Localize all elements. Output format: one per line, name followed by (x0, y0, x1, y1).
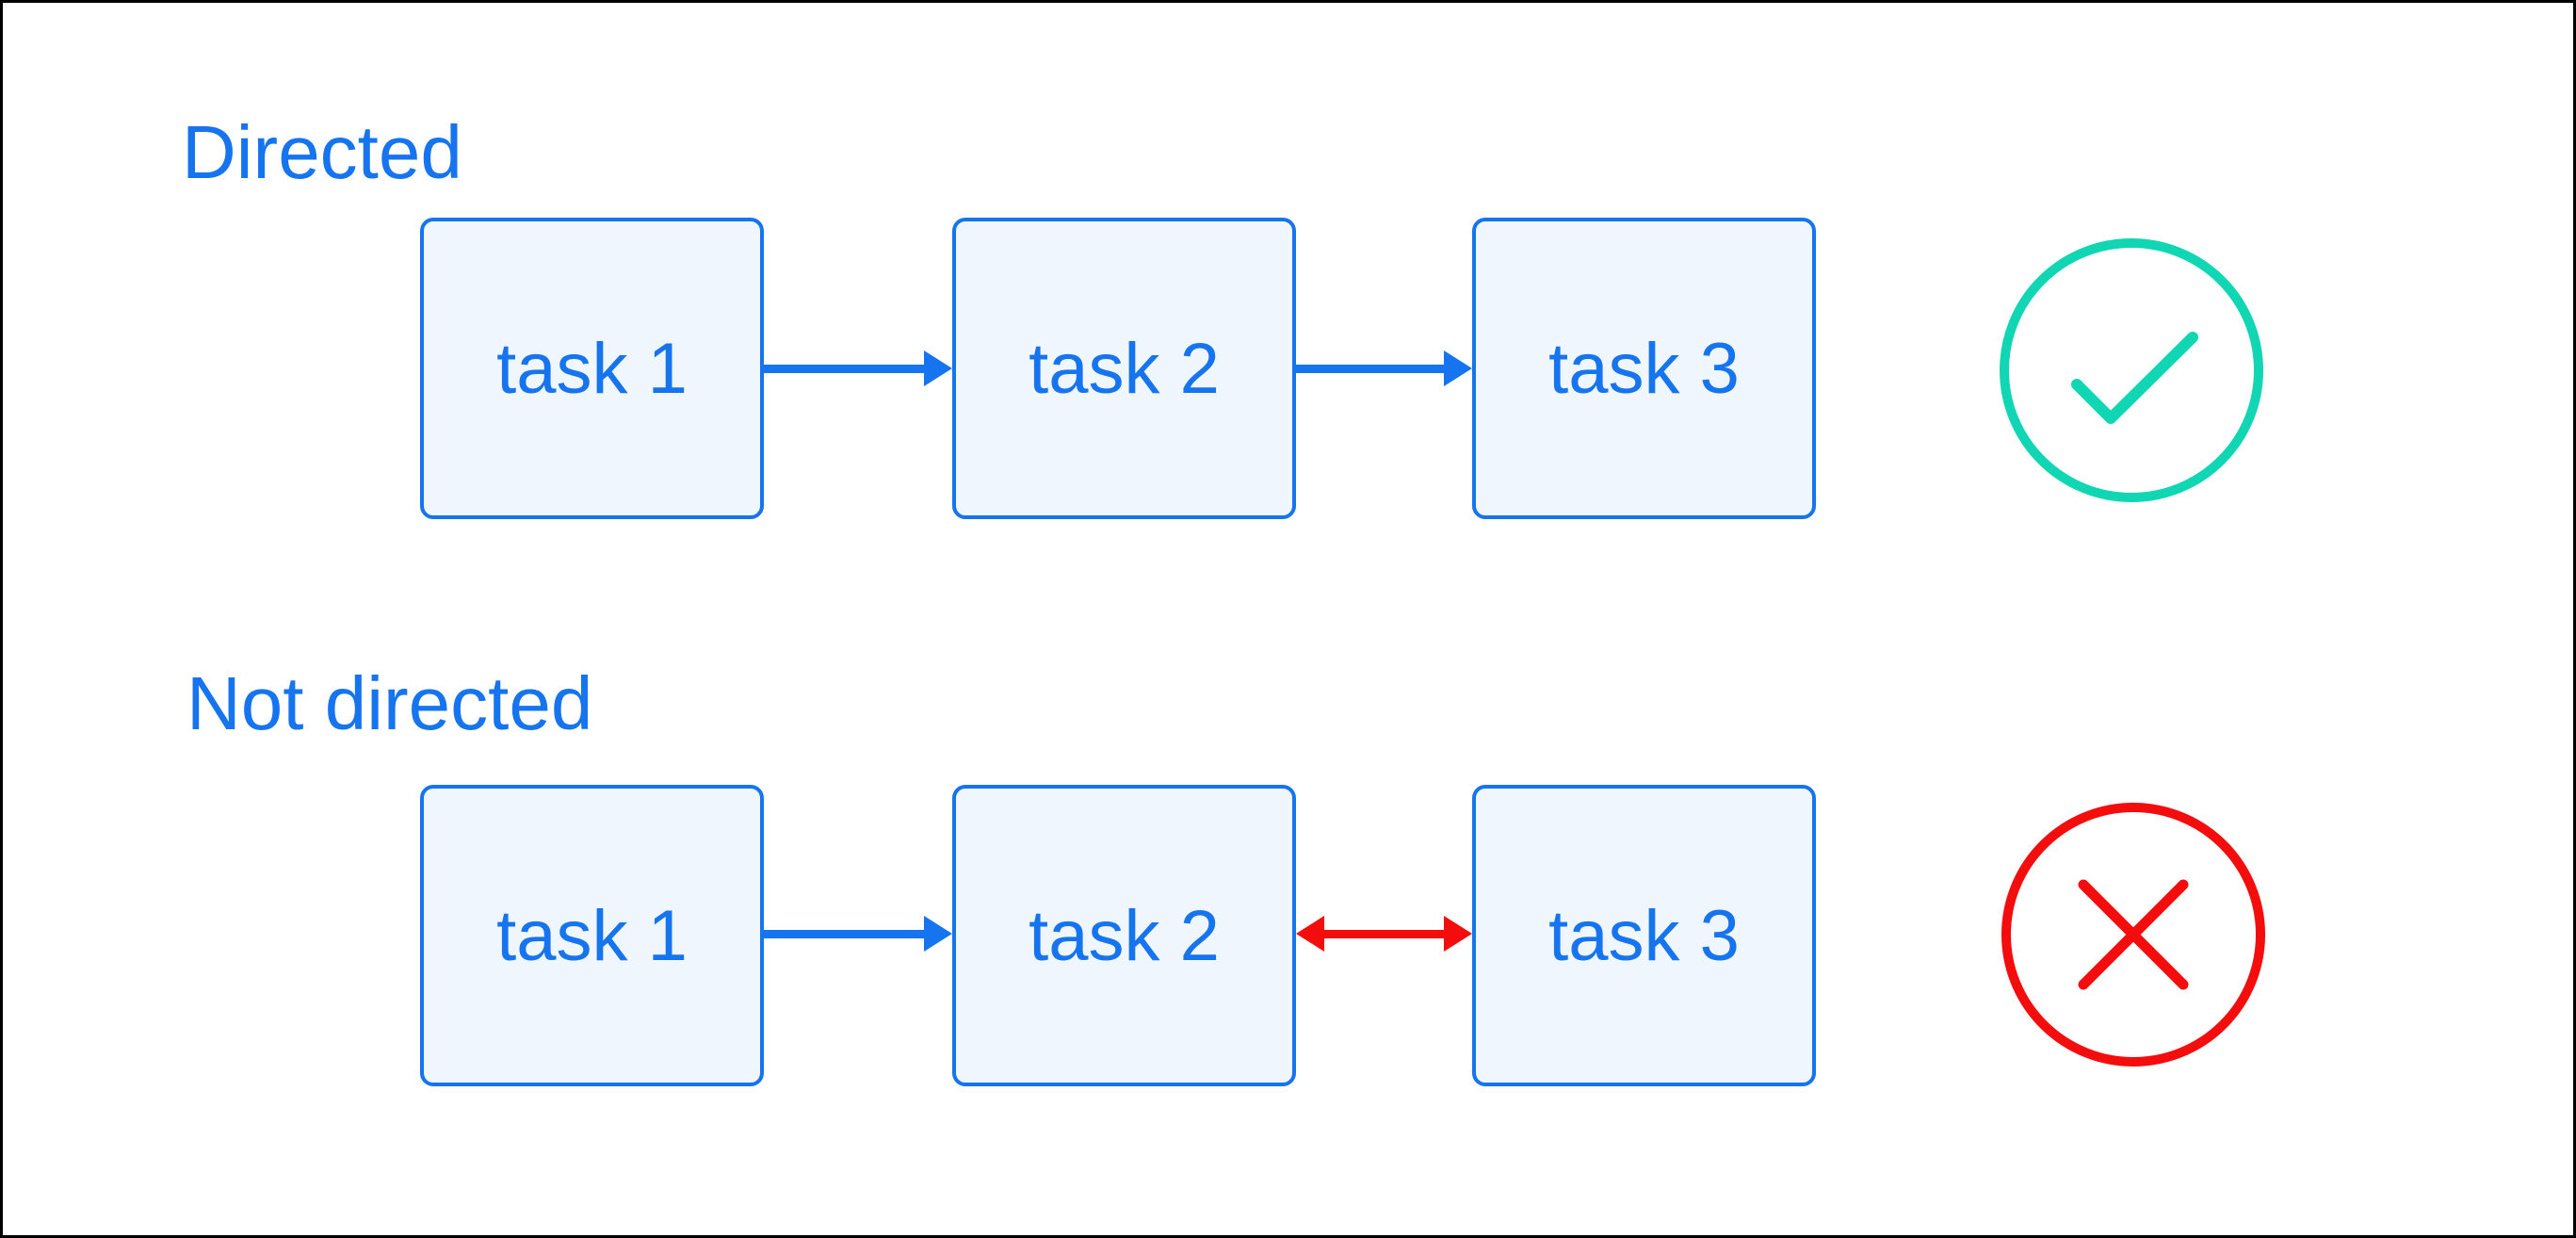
arrow-shaft (1321, 930, 1447, 938)
task-node-label: task 1 (496, 328, 688, 409)
task-node-notdirected-1: task 1 (420, 785, 764, 1086)
check-circle-icon (2000, 238, 2263, 502)
task-node-label: task 2 (1029, 895, 1220, 976)
task-node-directed-3: task 3 (1472, 218, 1816, 519)
arrowhead-right-icon (1444, 350, 1472, 386)
arrow-shaft (764, 365, 929, 373)
arrowhead-right-icon (924, 916, 952, 952)
task-node-notdirected-3: task 3 (1472, 785, 1816, 1086)
arrowhead-right-icon (924, 350, 952, 386)
task-node-directed-1: task 1 (420, 218, 764, 519)
section-title-directed: Directed (182, 110, 462, 194)
task-node-label: task 3 (1548, 328, 1740, 409)
arrowhead-right-icon (1444, 916, 1472, 952)
task-node-label: task 3 (1548, 895, 1740, 976)
task-node-directed-2: task 2 (952, 218, 1296, 519)
arrow-shaft (764, 930, 929, 938)
task-node-label: task 2 (1029, 328, 1220, 409)
arrow-shaft (1296, 365, 1449, 373)
task-node-notdirected-2: task 2 (952, 785, 1296, 1086)
cross-circle-icon (2001, 803, 2265, 1067)
section-title-not-directed: Not directed (186, 661, 593, 745)
arrowhead-left-icon (1296, 916, 1324, 952)
task-node-label: task 1 (496, 895, 688, 976)
